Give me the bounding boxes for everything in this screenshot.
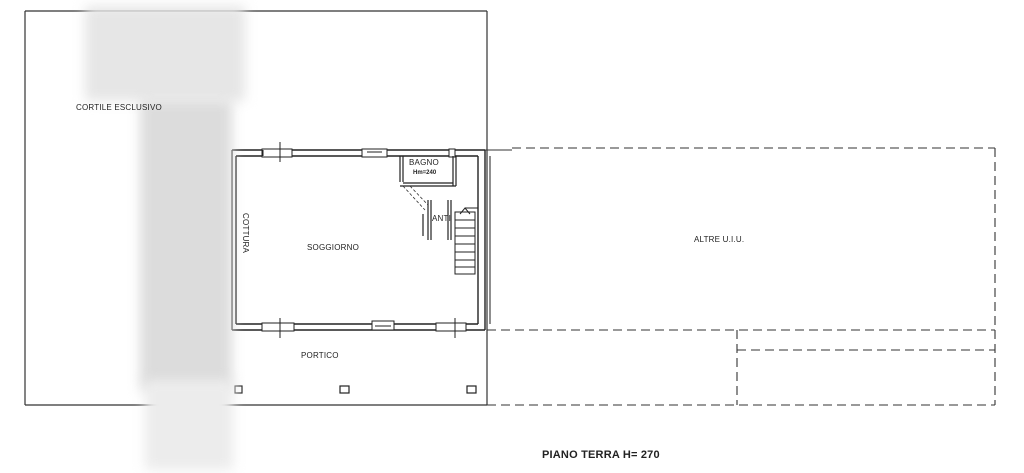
- bottom-windows: [261, 318, 467, 338]
- privacy-blur-lower: [145, 380, 233, 470]
- bagno-partitions: [399, 156, 457, 240]
- plan-title: PIANO TERRA H= 270: [542, 449, 660, 461]
- door-swing: [402, 185, 429, 211]
- label-portico: PORTICO: [301, 351, 339, 360]
- label-anti: ANTI: [432, 214, 452, 223]
- privacy-blur-middle: [140, 100, 232, 390]
- label-bagno-height: Hm=240: [413, 170, 437, 176]
- label-cortile: CORTILE ESCLUSIVO: [76, 103, 162, 112]
- house-walls: [231, 149, 486, 331]
- privacy-blur-upper: [85, 6, 245, 101]
- altre-uiu-wall-stub: [485, 149, 512, 324]
- label-soggiorno: SOGGIORNO: [307, 243, 360, 252]
- label-cottura: COTTURA: [241, 213, 250, 254]
- portico-pillars: [234, 385, 477, 394]
- altre-uiu-outline: [487, 147, 996, 406]
- top-windows: [261, 142, 456, 162]
- label-altre-uiu: ALTRE U.I.U.: [694, 235, 745, 244]
- label-bagno: BAGNO: [409, 158, 439, 167]
- staircase: [454, 207, 478, 275]
